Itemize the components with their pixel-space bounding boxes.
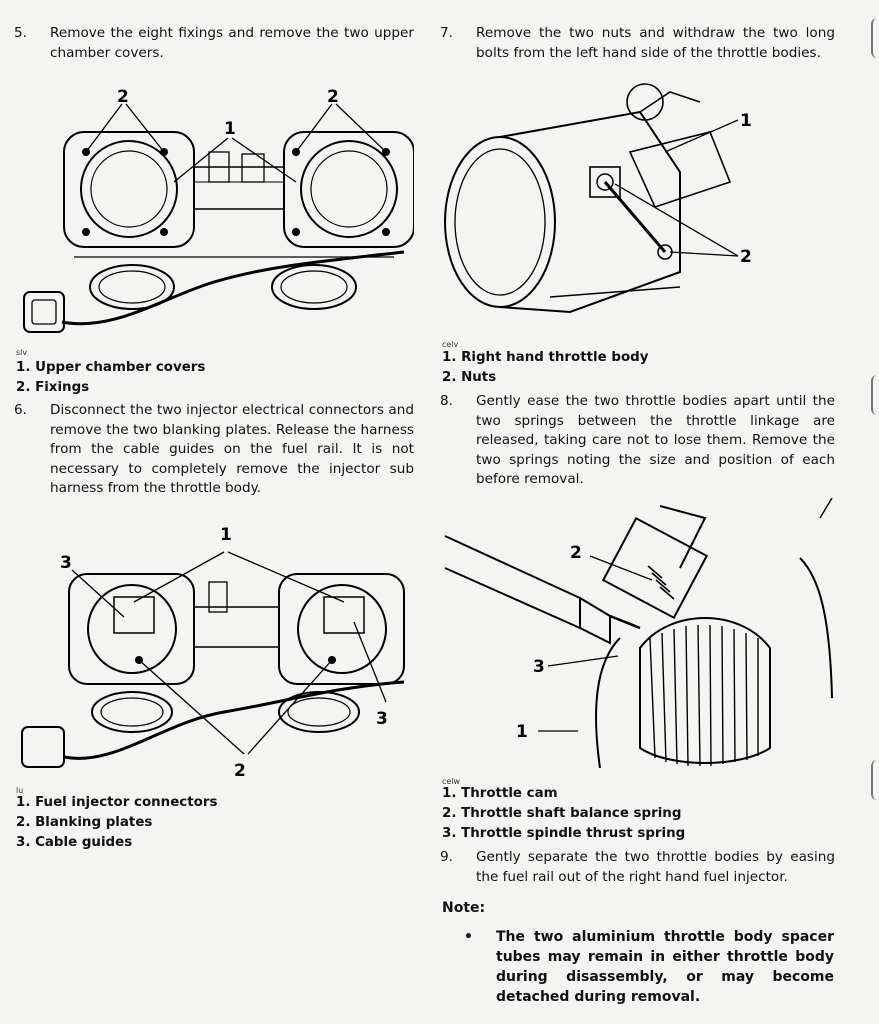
step-6: 6. Disconnect the two injector electrica…: [14, 401, 414, 501]
step-5: 5. Remove the eight fixings and remove t…: [14, 24, 414, 68]
page-edge-mark: [871, 18, 879, 58]
step-7: 7. Remove the two nuts and withdraw the …: [440, 24, 835, 68]
callout-label: 1: [224, 119, 236, 139]
caption-line: 1. Right hand throttle body: [442, 350, 649, 365]
step-number: 9.: [440, 849, 453, 865]
step-8: 8. Gently ease the two throttle bodies a…: [440, 392, 835, 492]
page-edge-mark: [871, 375, 879, 415]
figure-code: lu: [16, 786, 24, 795]
step-text: Remove the eight fixings and remove the …: [50, 25, 414, 61]
callout-label: 2: [117, 87, 129, 107]
caption-line: 1. Throttle cam: [442, 786, 558, 801]
step-text: Gently separate the two throttle bodies …: [476, 849, 835, 885]
figure-caption: 1. Throttle cam 2. Throttle shaft balanc…: [442, 784, 832, 846]
note-title: Note:: [442, 900, 486, 916]
left-column: 5. Remove the eight fixings and remove t…: [14, 0, 414, 1024]
note-text: The two aluminium throttle body spacer t…: [496, 929, 834, 1005]
throttle-springs-illustration: 2 3 1: [444, 498, 833, 769]
right-throttle-body-illustration: 1 2: [444, 83, 752, 314]
figure-code: celv: [442, 340, 459, 349]
injector-connectors-illustration: 1 2 3 3: [21, 525, 405, 781]
right-column: 7. Remove the two nuts and withdraw the …: [440, 0, 835, 1024]
throttle-body-covers-illustration: 1 2 2: [23, 87, 414, 333]
callout-label: 1: [220, 525, 232, 545]
callout-label: 2: [570, 543, 582, 563]
callout-label: 3: [376, 709, 388, 729]
callout-label: 1: [516, 722, 528, 742]
step-number: 7.: [440, 25, 453, 41]
caption-line: 2. Throttle shaft balance spring: [442, 806, 682, 821]
figure-caption: 1. Upper chamber covers 2. Fixings: [16, 358, 406, 400]
callout-label: 2: [740, 247, 752, 267]
step-text: Disconnect the two injector electrical c…: [50, 402, 414, 497]
caption-line: 2. Blanking plates: [16, 815, 153, 830]
bullet-icon: •: [464, 929, 473, 945]
callout-label: 2: [234, 761, 246, 781]
caption-line: 3. Cable guides: [16, 835, 133, 850]
caption-line: 2. Fixings: [16, 380, 90, 395]
step-number: 8.: [440, 393, 453, 409]
step-text: Gently ease the two throttle bodies apar…: [476, 393, 835, 488]
figure-caption: 1. Right hand throttle body 2. Nuts: [442, 348, 832, 390]
figure-throttle-springs: 2 3 1: [440, 498, 835, 778]
callout-label: 1: [740, 111, 752, 131]
figure-injector-connectors: 1 2 3 3: [14, 522, 414, 784]
caption-line: 3. Throttle spindle thrust spring: [442, 826, 686, 841]
caption-line: 2. Nuts: [442, 370, 497, 385]
page-edge-mark: [871, 760, 879, 800]
caption-line: 1. Upper chamber covers: [16, 360, 206, 375]
figure-upper-chamber-covers: 1 2 2: [14, 82, 414, 344]
step-number: 5.: [14, 25, 27, 41]
figure-code: slv: [16, 348, 28, 357]
step-number: 6.: [14, 402, 27, 418]
callout-label: 2: [327, 87, 339, 107]
figure-caption: 1. Fuel injector connectors 2. Blanking …: [16, 793, 406, 855]
figure-right-throttle-body: 1 2: [440, 72, 835, 344]
step-text: Remove the two nuts and withdraw the two…: [476, 25, 835, 61]
caption-line: 1. Fuel injector connectors: [16, 795, 218, 810]
callout-label: 3: [60, 553, 72, 573]
figure-code: celw: [442, 777, 461, 786]
callout-label: 3: [533, 657, 545, 677]
step-9: 9. Gently separate the two throttle bodi…: [440, 848, 835, 892]
note-bullet: • The two aluminium throttle body spacer…: [464, 927, 834, 1009]
